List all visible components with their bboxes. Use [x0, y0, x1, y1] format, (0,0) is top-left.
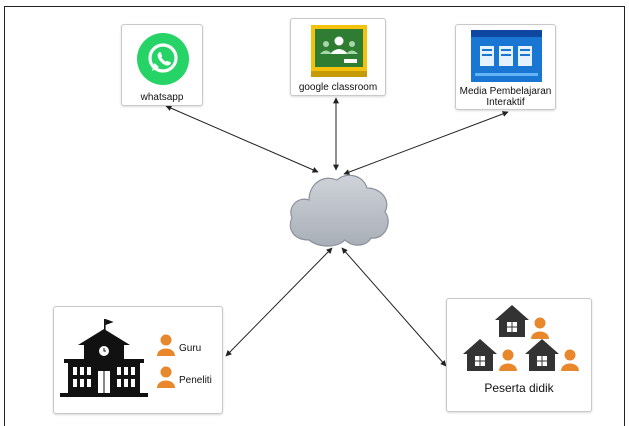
house-icon — [525, 339, 559, 371]
person-icon — [499, 349, 517, 371]
person-icon — [561, 349, 579, 371]
school-building-icon — [60, 319, 148, 397]
connection-arrows — [165, 97, 509, 367]
media-label-line2: Interaktif — [486, 97, 525, 108]
google-classroom-node: google classroom — [290, 18, 386, 96]
house-icon — [463, 339, 497, 371]
person-icon — [157, 366, 175, 388]
whatsapp-icon — [137, 33, 189, 85]
peserta-didik-node: Peserta didik — [446, 298, 592, 412]
whatsapp-label: whatsapp — [140, 92, 184, 103]
media-label-line1: Media Pembelajaran — [459, 86, 552, 97]
school-node: Guru Peneliti — [53, 306, 223, 414]
arrow-whatsapp-cloud — [165, 105, 319, 173]
media-pembelajaran-node: Media Pembelajaran Interaktif — [455, 24, 556, 110]
person-icon — [531, 317, 549, 339]
person-icon — [157, 334, 175, 356]
google-classroom-label: google classroom — [298, 82, 378, 93]
house-icon — [495, 305, 529, 337]
arrow-cloud-students — [341, 247, 447, 367]
peserta-didik-label: Peserta didik — [484, 381, 554, 395]
cloud-icon — [289, 174, 389, 247]
arrow-media-cloud — [343, 111, 509, 175]
whatsapp-node: whatsapp — [121, 24, 203, 106]
google-classroom-icon — [311, 25, 367, 77]
guru-label: Guru — [179, 343, 202, 354]
diagram-frame — [4, 6, 625, 426]
peneliti-label: Peneliti — [179, 375, 212, 386]
media-screenshot-icon — [471, 30, 542, 82]
arrow-cloud-school — [225, 247, 333, 357]
